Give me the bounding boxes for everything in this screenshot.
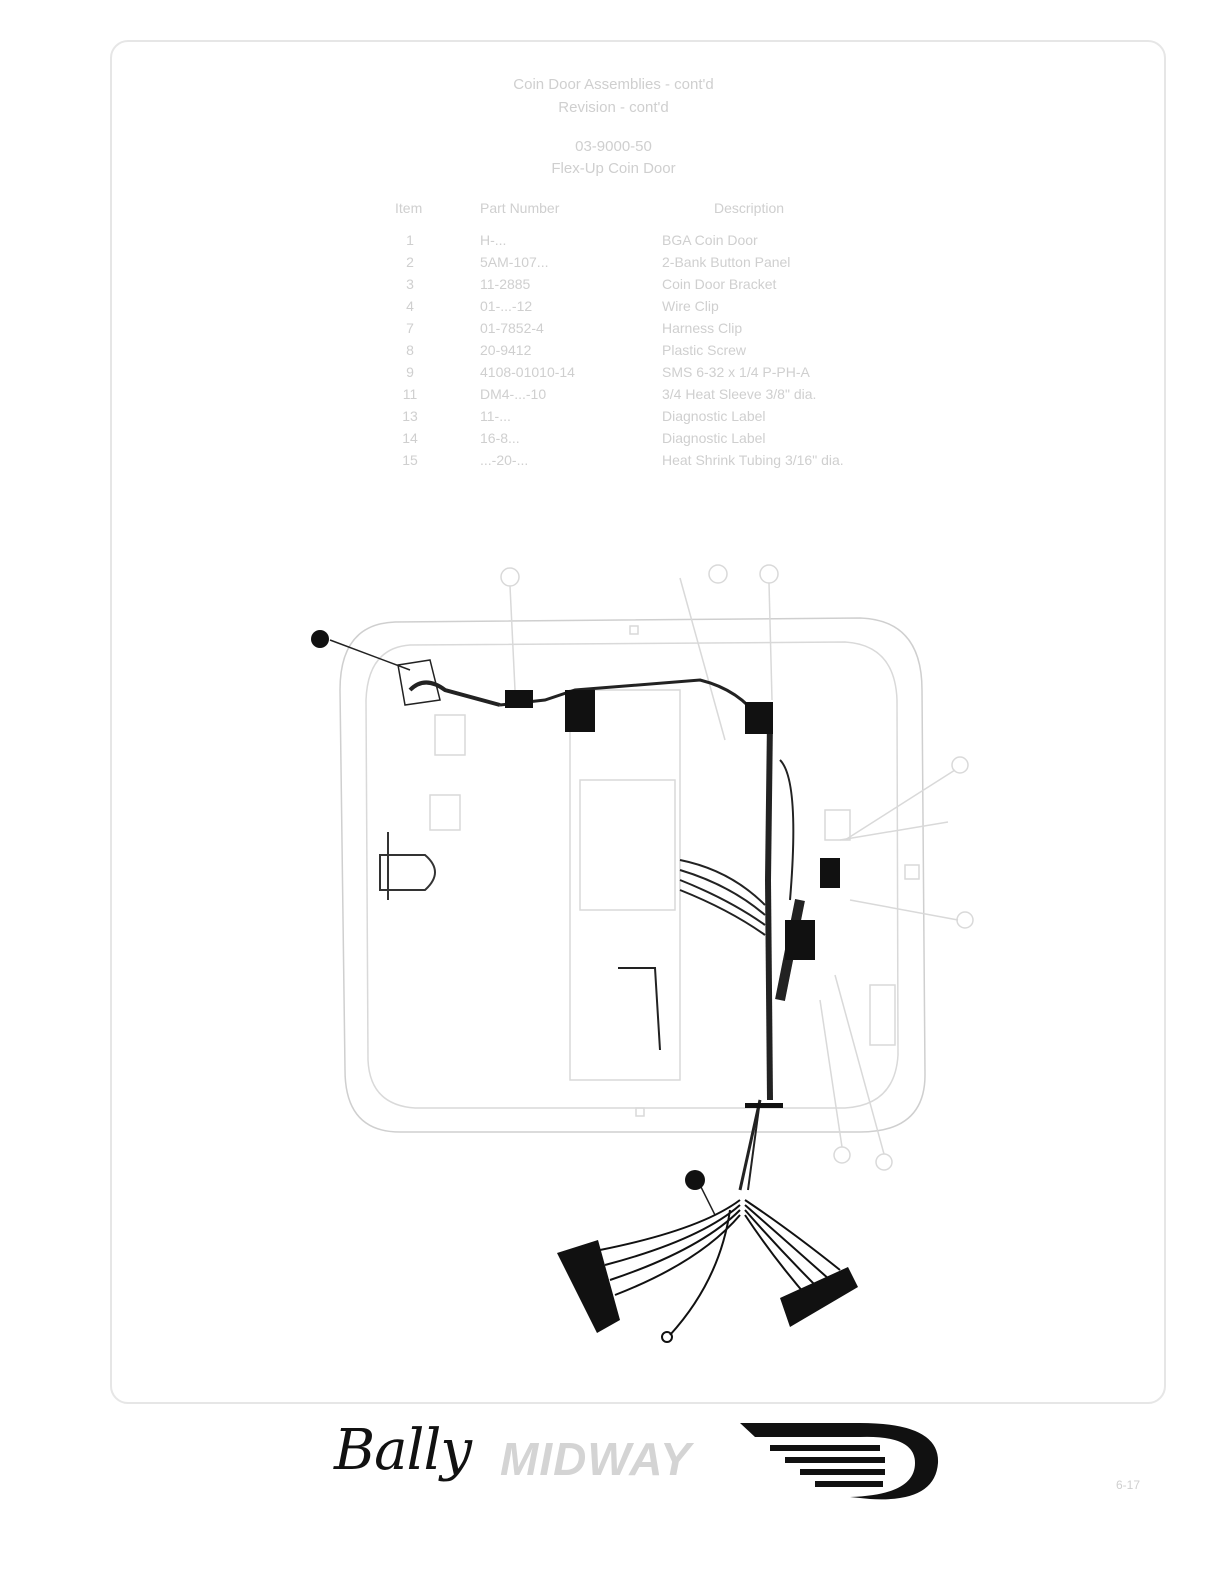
table-row: 15 ...-20-... Heat Shrink Tubing 3/16" d… [402, 452, 844, 468]
table-row: 1 H-... BGA Coin Door [406, 232, 758, 248]
bally-midway-logo [330, 1415, 950, 1510]
table-row: 11 DM4-...-10 3/4 Heat Sleeve 3/8" dia. [402, 386, 817, 402]
table-row: 7 01-7852-4 Harness Clip [406, 320, 743, 336]
table-row: 8 20-9412 Plastic Screw [406, 342, 747, 358]
assembly-name: Flex-Up Coin Door [551, 160, 676, 177]
table-row: 13 11-... Diagnostic Label [402, 408, 766, 424]
coin-door-wiring-diagram [311, 564, 974, 1343]
page-frame [110, 40, 1166, 1404]
header-subtitle: Revision - cont'd [558, 99, 669, 116]
table-row: 4 01-...-12 Wire Clip [406, 298, 719, 314]
column-description: Description [714, 200, 785, 216]
header-title: Coin Door Assemblies - cont'd [513, 76, 714, 93]
assembly-number: 03-9000-50 [575, 138, 652, 155]
page-number: 6-17 [1116, 1478, 1141, 1492]
table-row: 2 5AM-107... 2-Bank Button Panel [406, 254, 791, 270]
column-item: Item [395, 200, 423, 216]
brand-midway: MIDWAY [500, 1433, 692, 1485]
brand-bally: Bally [334, 1418, 472, 1483]
table-row: 3 11-2885 Coin Door Bracket [406, 276, 777, 292]
midway-emblem-icon [740, 1423, 939, 1500]
table-row: 14 16-8... Diagnostic Label [402, 430, 766, 446]
table-row: 9 4108-01010-14 SMS 6-32 x 1/4 P-PH-A [406, 364, 810, 380]
column-part-number: Part Number [480, 200, 560, 216]
